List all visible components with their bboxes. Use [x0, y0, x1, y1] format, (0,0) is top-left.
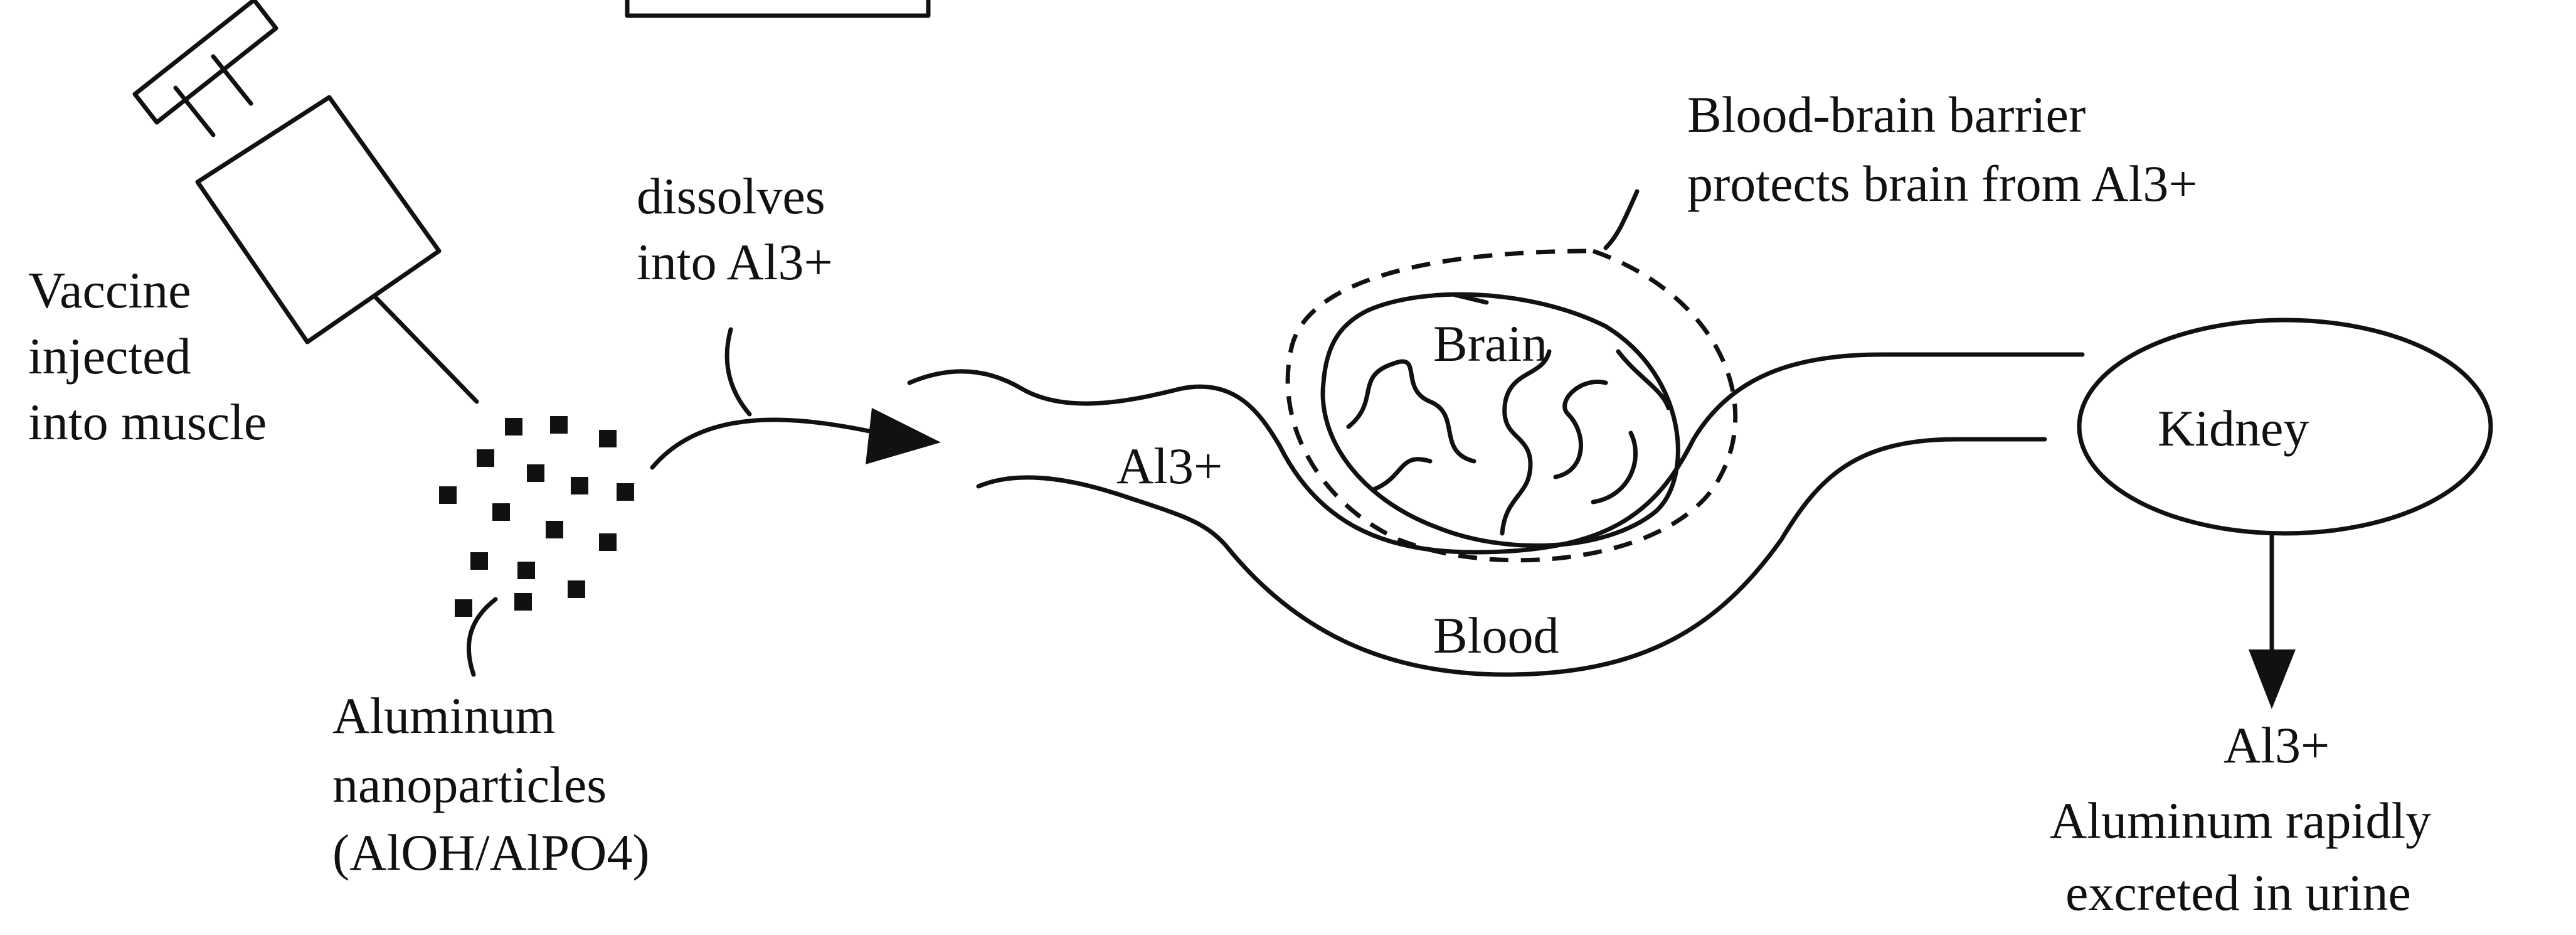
dissolve-leader-line [727, 329, 750, 414]
nanoparticles-label: Aluminum nanoparticles (AlOH/AlPO4) [332, 687, 650, 881]
nanoparticle-leader-line [469, 599, 496, 675]
nanoparticle-cluster [439, 416, 634, 617]
blood-al3-label: Al3+ [1116, 437, 1222, 494]
dissolve-arrowhead [866, 408, 941, 464]
dissolves-label: dissolves into Al3+ [637, 168, 838, 291]
vaccine-label: Vaccine injected into muscle [28, 262, 267, 451]
bbb-leader-line [1606, 191, 1637, 248]
blood-label: Blood [1433, 607, 1559, 664]
excretion-label: Aluminum rapidly excreted in urine [2050, 792, 2444, 921]
kidney-label: Kidney [2158, 400, 2309, 457]
excretion-arrowhead [2249, 649, 2296, 709]
urine-al3-label: Al3+ [2224, 717, 2330, 774]
blood-vessel-upper-wall [909, 355, 2082, 552]
blood-brain-barrier-label: Blood-brain barrier protects brain from … [1687, 86, 2198, 212]
dissolve-curve [652, 420, 878, 468]
cropped-box-fragment [627, 0, 928, 16]
brain-label: Brain [1433, 315, 1547, 372]
